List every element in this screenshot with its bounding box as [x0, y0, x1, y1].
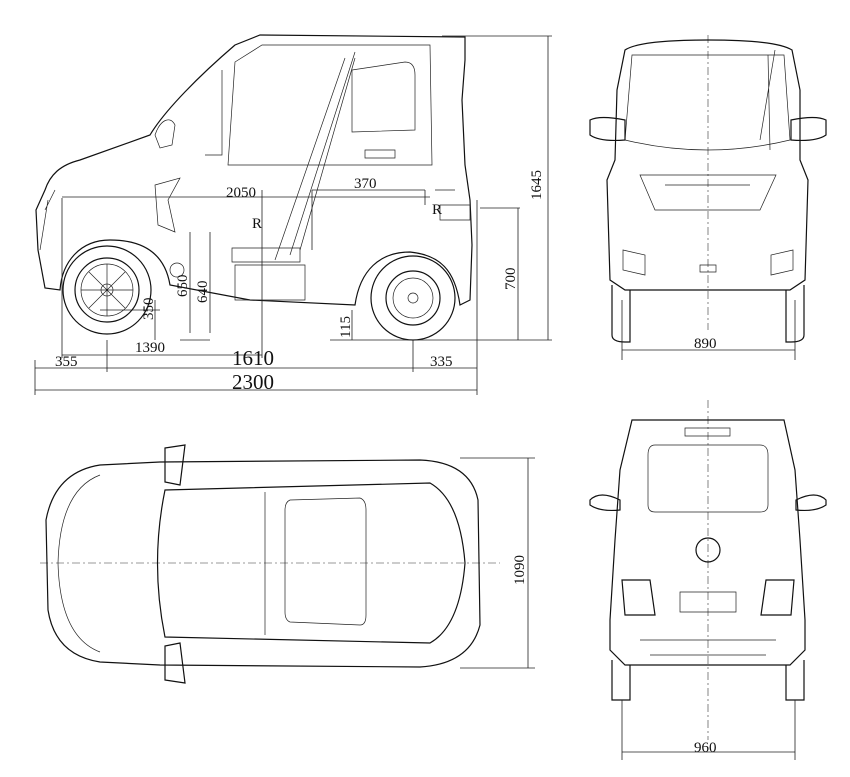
- top-view: 1090: [40, 444, 535, 684]
- side-body-outline: [35, 34, 473, 306]
- dim-seat-to-rear: 370: [354, 176, 377, 192]
- side-seat: [231, 247, 306, 301]
- front-wheel: [62, 245, 152, 335]
- side-seatbelt-pillar: [274, 51, 356, 261]
- wiper: [759, 49, 776, 151]
- rear-view: 960: [589, 400, 827, 760]
- fog-lights: [622, 249, 794, 276]
- seat-mark-front: R: [252, 216, 262, 232]
- windshield: [624, 54, 791, 151]
- dim-track-width: 890: [694, 336, 717, 352]
- dim-rear-overhang: 335: [430, 354, 453, 370]
- dim-seat-height-2: 640: [195, 281, 211, 304]
- roof-outline: [156, 482, 466, 644]
- dim-front-overhang: 355: [55, 354, 78, 370]
- side-scoop: [154, 177, 181, 233]
- rear-wheel: [370, 255, 456, 341]
- rear-mirrors: [589, 494, 827, 512]
- front-view: 890: [589, 35, 827, 360]
- rear-bumper: [640, 639, 776, 656]
- license-plate: [679, 591, 737, 613]
- dim-height: 1645: [529, 170, 545, 200]
- front-body-outline: [606, 39, 809, 291]
- rear-badge: [695, 537, 721, 563]
- dim-overall-length: 2300: [232, 370, 274, 394]
- tail-lights: [621, 579, 795, 616]
- door-handle: [364, 149, 396, 159]
- front-grille: [639, 174, 777, 211]
- top-mirrors: [164, 444, 186, 684]
- dim-seat-distance: 1390: [135, 340, 165, 356]
- rear-body-outline: [609, 419, 806, 666]
- dim-rear-track: 960: [694, 740, 717, 756]
- sunroof: [284, 497, 367, 626]
- side-view: 2050 370 1645 700 115 650 640 350 1390 3…: [34, 34, 552, 395]
- rear-window: [647, 444, 769, 513]
- dim-ground-clearance: 115: [338, 316, 354, 338]
- top-body-outline: [45, 459, 481, 668]
- dim-wheel-radius: 350: [141, 298, 157, 321]
- side-mirror: [154, 119, 176, 149]
- front-wheels: [611, 285, 805, 343]
- side-window: [351, 61, 416, 133]
- fuel-cap: [169, 262, 185, 278]
- dim-seat-height-1: 650: [175, 275, 191, 298]
- dim-rear-height: 700: [503, 268, 519, 291]
- dim-width: 1090: [512, 555, 528, 585]
- dim-inner-length: 2050: [226, 185, 256, 201]
- side-door-frame: [227, 44, 433, 166]
- dim-wheelbase: 1610: [232, 346, 274, 370]
- side-mirrors: [589, 116, 827, 142]
- seat-mark-rear: R: [432, 202, 442, 218]
